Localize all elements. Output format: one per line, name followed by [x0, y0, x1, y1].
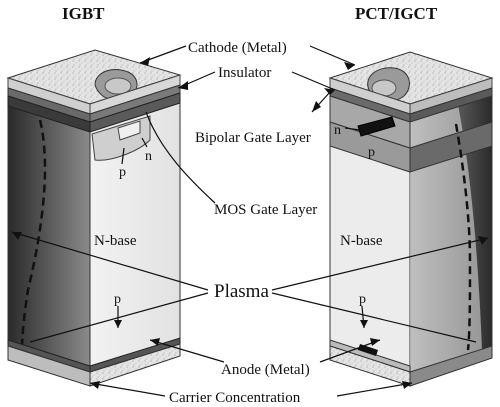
igbt-n-label: n — [145, 149, 152, 164]
igbt-anode-p-label: p — [114, 292, 121, 307]
mos-gate-label: MOS Gate Layer — [214, 202, 317, 218]
carrier-concentration-label: Carrier Concentration — [169, 390, 301, 406]
arrow-heads — [12, 57, 488, 389]
cathode-label: Cathode (Metal) — [188, 40, 287, 56]
anode-label: Anode (Metal) — [221, 362, 310, 378]
bipolar-gate-label: Bipolar Gate Layer — [195, 130, 311, 146]
igbt-carrier-curve — [20, 119, 47, 353]
igct-anode-p-label: p — [359, 292, 366, 307]
igct-device — [328, 51, 494, 387]
igbt-nbase-label: N-base — [94, 233, 137, 249]
igct-carrier-curve — [454, 123, 472, 351]
plasma-label: Plasma — [214, 281, 269, 302]
igct-title: PCT/IGCT — [355, 4, 438, 23]
igbt-n-region — [117, 120, 141, 141]
igbt-title: IGBT — [62, 4, 105, 23]
igct-n-label: n — [334, 123, 341, 138]
igct-nbase-label: N-base — [340, 233, 383, 249]
igct-p-label: p — [368, 145, 375, 160]
igbt-p-label: p — [119, 165, 126, 180]
igct-n-region — [357, 116, 396, 137]
insulator-label: Insulator — [218, 65, 271, 81]
igbt-device — [6, 49, 182, 387]
